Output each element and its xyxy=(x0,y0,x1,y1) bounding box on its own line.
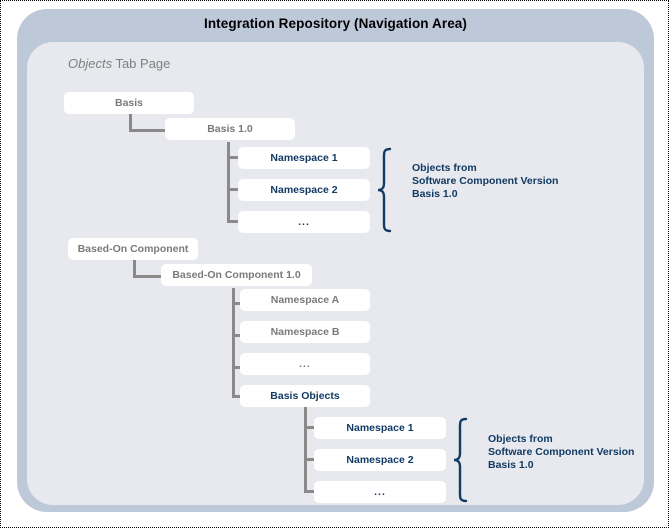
connector-basedon-vertical xyxy=(133,260,136,278)
tab-page-label-emphasis: Objects xyxy=(68,56,113,71)
node-basis-namespace-more[interactable]: ... xyxy=(238,211,370,233)
connector-basis-vertical xyxy=(129,114,132,132)
connector-basedon10-trunk xyxy=(232,288,235,397)
annotation-top-line-2: Software Component Version xyxy=(412,175,559,187)
connector-basis10-stub-1 xyxy=(227,156,241,159)
connector-basis-objects-stub-2 xyxy=(304,458,318,461)
node-basis-1-0[interactable]: Basis 1.0 xyxy=(165,118,295,140)
page-title: Integration Repository (Navigation Area) xyxy=(203,16,468,31)
node-basis-namespace-2[interactable]: Namespace 2 xyxy=(238,179,370,201)
connector-basedon10-stub-4 xyxy=(232,395,246,398)
connector-basis-objects-stub-1 xyxy=(304,426,318,429)
connector-basis-horizontal xyxy=(129,129,167,132)
connector-basis-objects-stub-3 xyxy=(304,490,318,493)
connector-basedon-horizontal xyxy=(133,275,163,278)
connector-basis10-stub-3 xyxy=(227,220,241,223)
node-basis-objects-namespace-1[interactable]: Namespace 1 xyxy=(314,417,446,439)
annotation-bottom-line-1: Objects from xyxy=(488,433,553,445)
connector-basedon10-stub-1 xyxy=(232,302,246,305)
annotation-bottom-group: Objects from Software Component Version … xyxy=(488,433,634,472)
node-basis-objects-namespace-more[interactable]: ... xyxy=(314,481,446,503)
node-basis-objects[interactable]: Basis Objects xyxy=(240,385,370,407)
node-basis-namespace-1[interactable]: Namespace 1 xyxy=(238,147,370,169)
tab-page-label: Objects Tab Page xyxy=(68,56,170,71)
connector-basis10-stub-2 xyxy=(227,188,241,191)
annotation-top-line-1: Objects from xyxy=(412,162,477,174)
node-namespace-a[interactable]: Namespace A xyxy=(240,289,370,311)
connector-basedon10-stub-2 xyxy=(232,334,246,337)
annotation-bottom-line-2: Software Component Version xyxy=(488,446,635,458)
node-basis[interactable]: Basis xyxy=(64,92,194,114)
connector-basedon10-stub-3 xyxy=(232,366,246,369)
node-namespace-b[interactable]: Namespace B xyxy=(240,321,370,343)
node-based-on-component[interactable]: Based-On Component xyxy=(68,238,198,260)
connector-basis10-trunk xyxy=(227,142,230,222)
node-basis-objects-namespace-2[interactable]: Namespace 2 xyxy=(314,449,446,471)
connector-basis-objects-trunk xyxy=(304,407,307,492)
annotation-top-line-3: Basis 1.0 xyxy=(412,188,458,200)
brace-bottom-group xyxy=(452,417,474,503)
tab-page-label-rest: Tab Page xyxy=(112,56,171,71)
annotation-top-group: Objects from Software Component Version … xyxy=(412,162,558,201)
node-based-on-component-1-0[interactable]: Based-On Component 1.0 xyxy=(161,264,312,286)
brace-top-group xyxy=(376,147,398,233)
node-namespace-more[interactable]: ... xyxy=(240,353,370,375)
annotation-bottom-line-3: Basis 1.0 xyxy=(488,459,534,471)
